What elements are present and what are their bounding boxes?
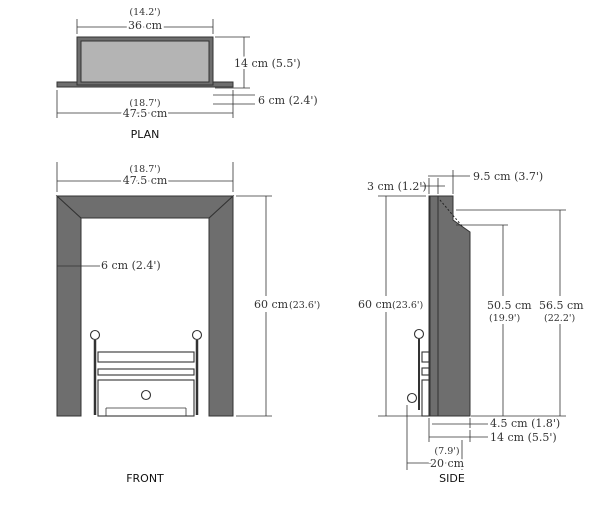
side-front-edge	[429, 195, 439, 417]
front-view: (18.7') 47.5 cm 6 cm (2.4') 60 cm (23.6'…	[55, 162, 322, 485]
side-height-in: (23.6')	[392, 300, 423, 311]
side-top-depth: 9.5 cm (3.7')	[473, 170, 543, 183]
front-caption: FRONT	[126, 472, 164, 485]
plan-total-width-cm: 47.5 cm	[123, 107, 168, 120]
plan-ledge-dim: 6 cm (2.4')	[258, 94, 318, 107]
front-frame-left	[56, 194, 82, 417]
side-fire-grate	[406, 328, 430, 417]
side-overall-depth: 14 cm (5.5')	[490, 431, 557, 444]
plan-total-width-in: (18.7')	[129, 98, 160, 109]
front-width-cm: 47.5 cm	[123, 174, 168, 187]
side-height-cm: 60 cm	[358, 298, 393, 311]
side-rear-height-cm: 56.5 cm	[539, 299, 584, 312]
side-body	[437, 195, 471, 417]
plan-depth-dim: 14 cm (5.5')	[234, 57, 301, 70]
plan-view: (14.2') 36 cm 14 cm (5.5') 6 cm (2.4') (…	[56, 7, 318, 141]
front-frame-top	[55, 195, 235, 219]
side-inner-height-in: (19.9')	[489, 313, 520, 324]
front-border-dim: 6 cm (2.4')	[101, 259, 161, 272]
plan-caption: PLAN	[131, 128, 160, 141]
side-inner-height-cm: 50.5 cm	[487, 299, 532, 312]
front-frame-right	[208, 194, 234, 417]
front-height-in: (23.6')	[289, 300, 320, 311]
plan-top-width-in: (14.2')	[129, 7, 160, 18]
side-caption: SIDE	[439, 472, 465, 485]
plan-box-inner	[80, 40, 210, 83]
side-rear-height-in: (22.2')	[544, 313, 575, 324]
front-fire-grate	[89, 329, 203, 417]
front-height-cm: 60 cm	[254, 298, 289, 311]
side-total-cm: 20 cm	[430, 457, 465, 470]
side-view: 3 cm (1.2') 9.5 cm (3.7') 60 cm (23.6') …	[358, 170, 587, 485]
side-total-in: (7.9')	[434, 446, 459, 457]
front-width-in: (18.7')	[129, 164, 160, 175]
plan-top-width-cm: 36 cm	[128, 19, 163, 32]
side-base-depth: 4.5 cm (1.8')	[490, 417, 560, 430]
side-front-thickness: 3 cm (1.2')	[367, 180, 427, 193]
